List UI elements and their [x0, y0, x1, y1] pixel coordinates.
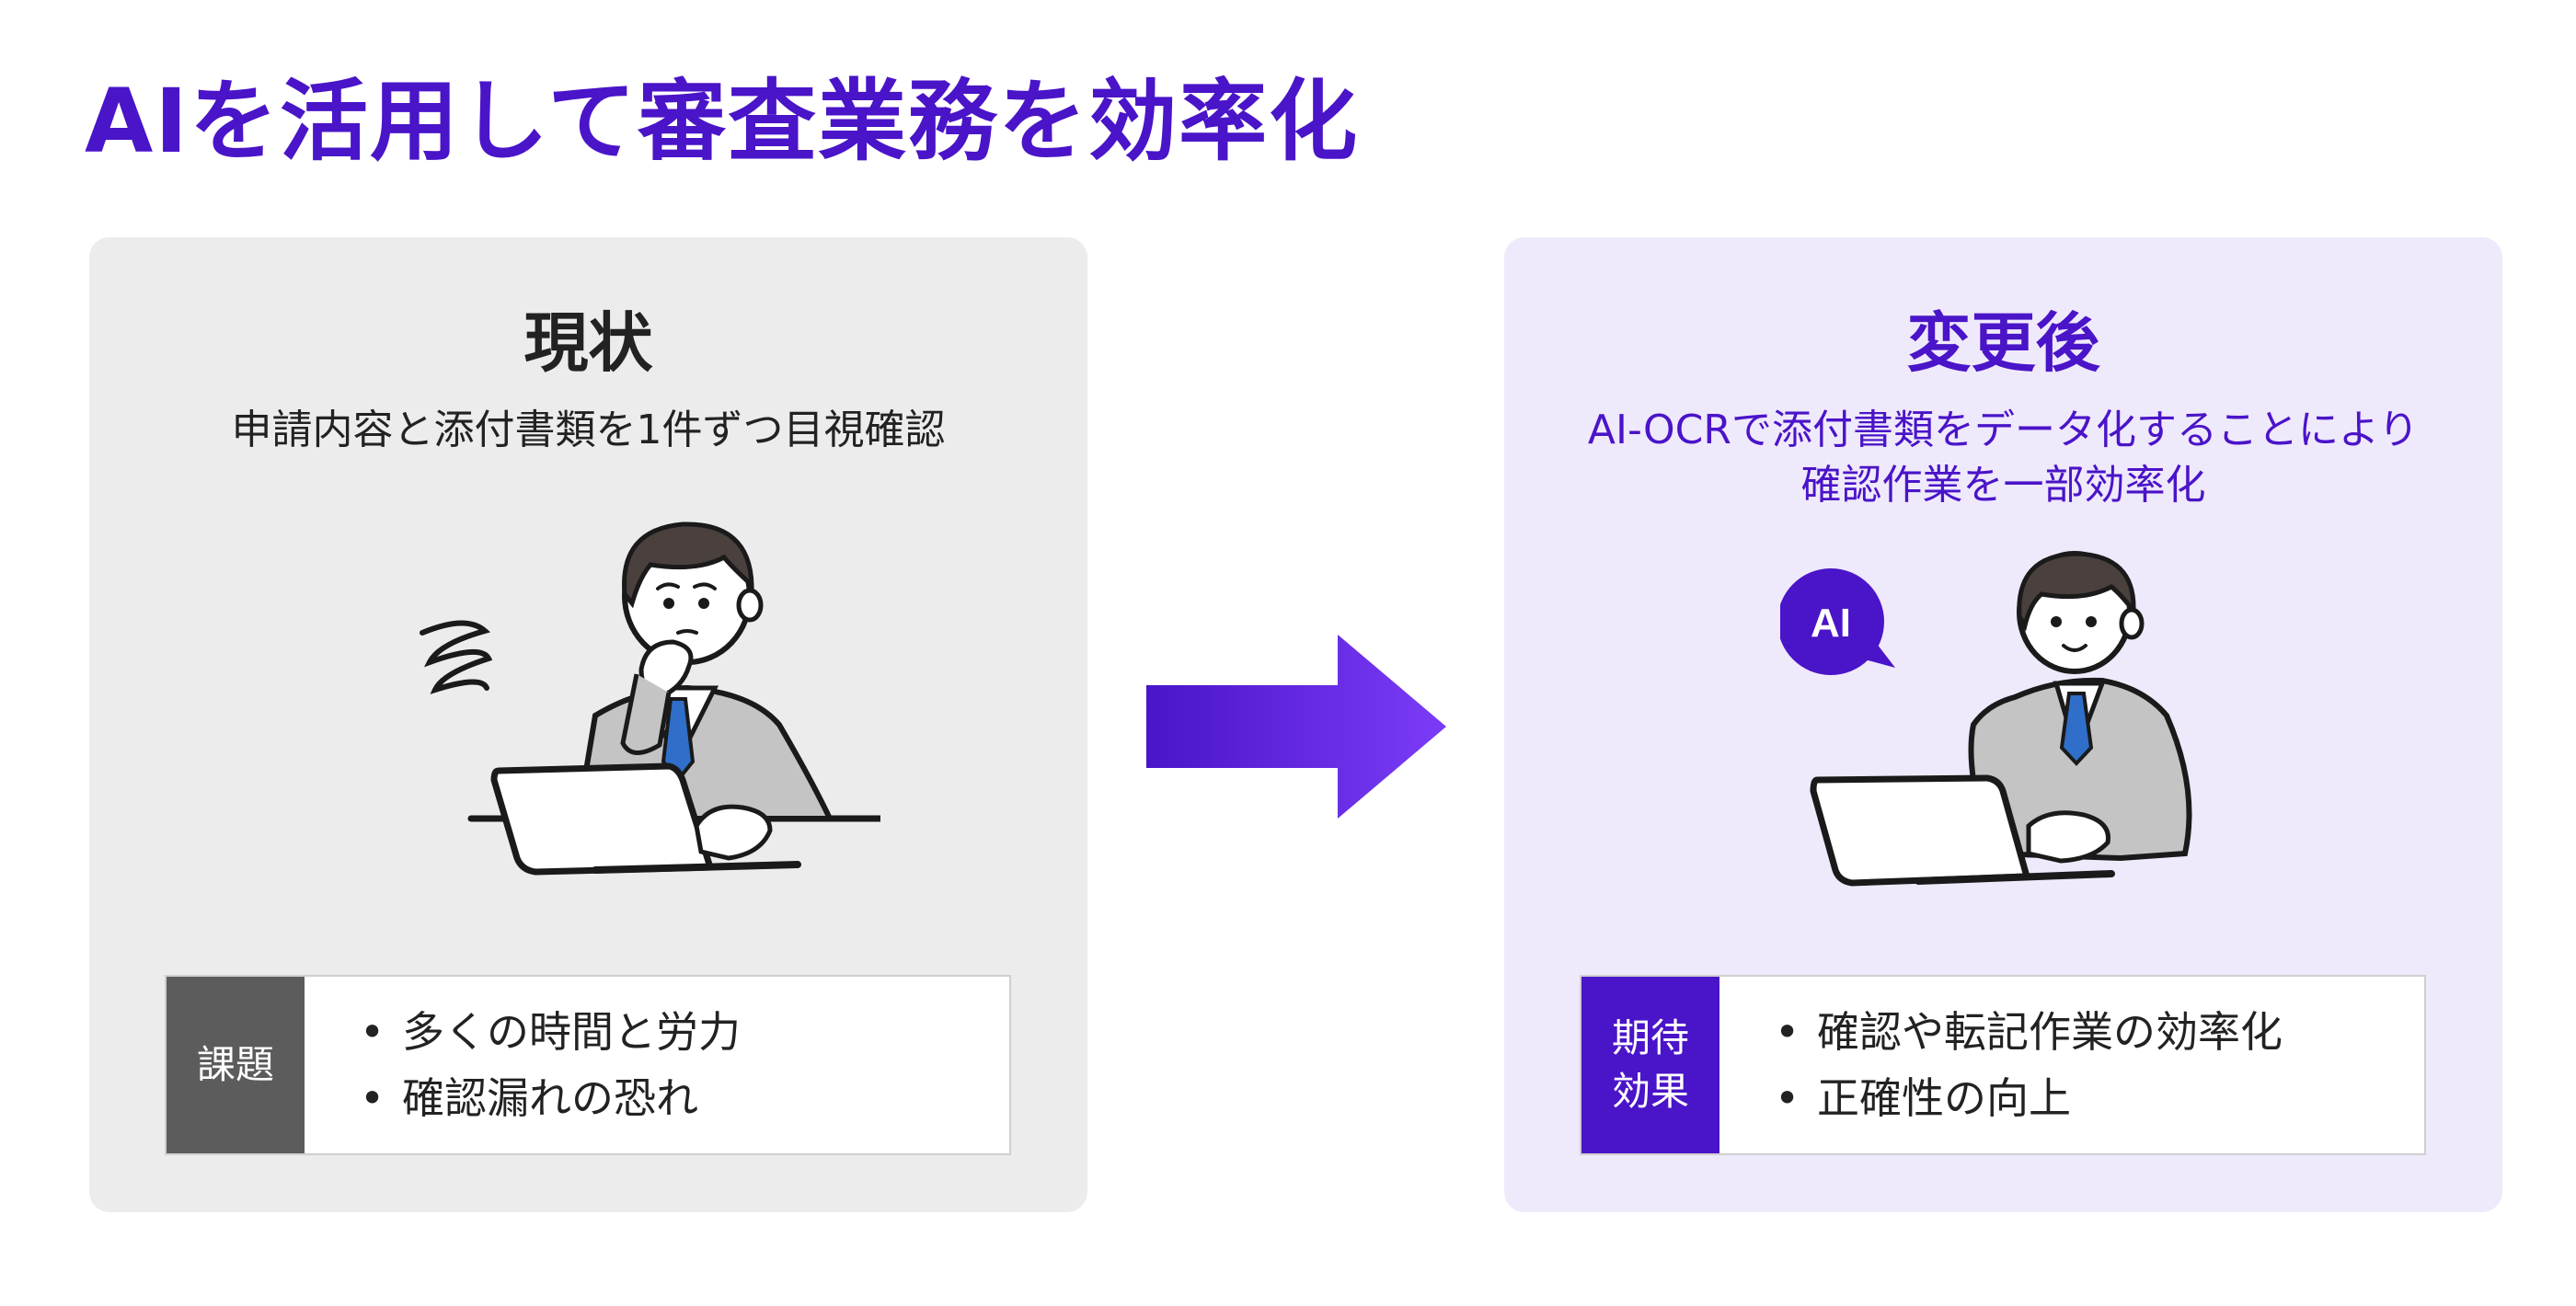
current-state-description: 申請内容と添付書類を1件ずつ目視確認: [231, 407, 946, 453]
issue-text: 確認漏れの恐れ: [402, 1073, 698, 1123]
issues-label: 課題: [167, 977, 305, 1153]
effect-text: 正確性の向上: [1817, 1073, 2071, 1123]
issues-box: 課題 • 多くの時間と労力 • 確認漏れの恐れ: [165, 975, 1011, 1155]
after-state-description: AI-OCRで添付書類をデータ化することにより 確認作業を一部効率化: [1587, 407, 2420, 509]
after-state-heading: 変更後: [1906, 305, 2100, 381]
ai-bubble-text: AI: [1811, 601, 1851, 646]
laptop-icon: [1810, 774, 2115, 887]
right-arrow-icon: [1146, 635, 1446, 819]
ai-speech-bubble-icon: AI: [1780, 568, 1895, 675]
list-item: • 正確性の向上: [1775, 1065, 2283, 1131]
current-state-panel: 現状 申請内容と添付書類を1件ずつ目視確認: [89, 237, 1087, 1212]
issue-text: 多くの時間と労力: [402, 1007, 741, 1057]
expected-effects-box: 期待 効果 • 確認や転記作業の効率化 • 正確性の向上: [1580, 975, 2426, 1155]
page-title: AIを活用して審査業務を効率化: [85, 70, 1360, 173]
issues-list: • 多くの時間と労力 • 確認漏れの恐れ: [305, 977, 741, 1153]
list-item: • 確認や転記作業の効率化: [1775, 999, 2283, 1065]
list-item: • 確認漏れの恐れ: [360, 1065, 741, 1131]
happy-businessman-icon: AI: [1780, 551, 2192, 887]
effect-text: 確認や転記作業の効率化: [1817, 1007, 2283, 1057]
expected-effects-list: • 確認や転記作業の効率化 • 正確性の向上: [1719, 977, 2283, 1153]
bullet-icon: •: [1775, 1073, 1800, 1123]
bullet-icon: •: [360, 1007, 385, 1057]
list-item: • 多くの時間と労力: [360, 999, 741, 1065]
bullet-icon: •: [1775, 1007, 1800, 1057]
after-state-panel: 変更後 AI-OCRで添付書類をデータ化することにより 確認作業を一部効率化 A…: [1504, 237, 2502, 1212]
bullet-icon: •: [360, 1073, 385, 1123]
worried-businessman-icon: [420, 521, 880, 876]
laptop-icon: [490, 762, 801, 876]
expected-effects-label: 期待 効果: [1581, 977, 1719, 1153]
confusion-scribble-icon: [420, 620, 493, 694]
current-state-heading: 現状: [523, 305, 653, 381]
